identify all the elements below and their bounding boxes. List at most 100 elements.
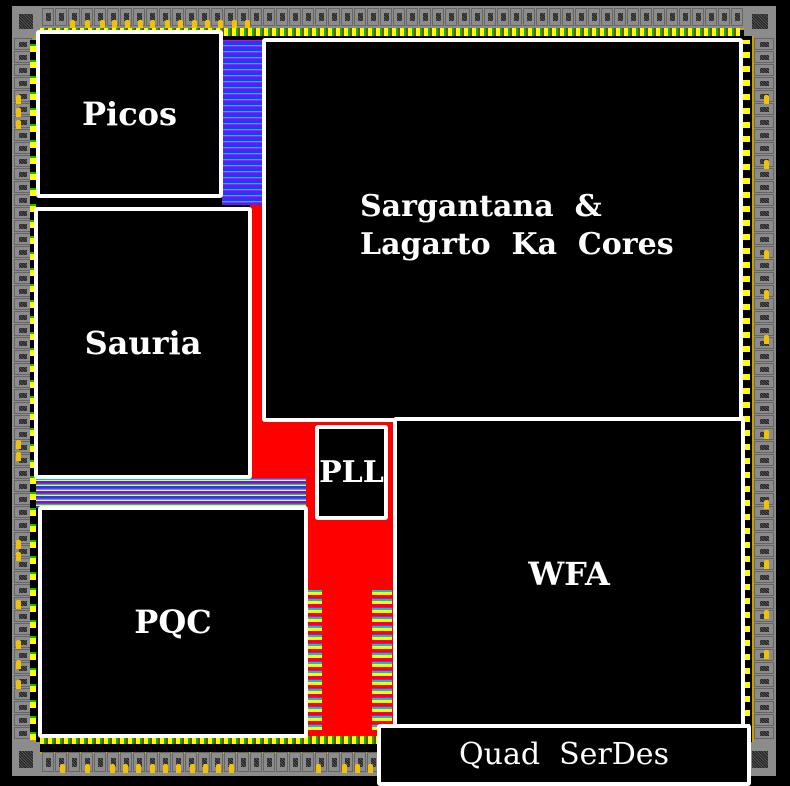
pin-icon <box>138 20 143 29</box>
io-pad <box>692 8 704 26</box>
io-pad <box>754 51 774 63</box>
io-pad <box>14 129 32 141</box>
pin-icon <box>218 20 223 29</box>
pqc-block[interactable]: PQC <box>38 506 308 738</box>
io-pad <box>754 142 774 154</box>
io-pad <box>263 8 275 26</box>
pin-icon <box>16 95 21 104</box>
io-pad <box>754 545 774 557</box>
io-pad <box>718 8 730 26</box>
pin-icon <box>16 540 21 549</box>
corner-pad-bl <box>12 742 40 776</box>
cores-block[interactable]: Sargantana & Lagarto Ka Cores <box>262 38 743 422</box>
pin-icon <box>232 20 237 29</box>
io-pad <box>754 532 774 544</box>
io-pad <box>289 752 301 772</box>
io-pad <box>754 220 774 232</box>
pin-icon <box>216 764 221 773</box>
io-pad <box>754 701 774 713</box>
io-pad <box>754 38 774 50</box>
pin-icon <box>764 335 769 344</box>
io-pad <box>754 194 774 206</box>
pin-icon <box>70 20 75 29</box>
pll-block[interactable]: PLL <box>315 425 388 520</box>
io-pad <box>276 8 288 26</box>
io-pad <box>754 181 774 193</box>
io-pad <box>754 597 774 609</box>
io-pad <box>94 752 106 772</box>
io-pad <box>14 584 32 596</box>
pin-icon <box>16 552 21 561</box>
picos-block[interactable]: Picos <box>36 30 223 198</box>
pin-icon <box>16 452 21 461</box>
io-pad <box>42 8 54 26</box>
pin-icon <box>16 660 21 669</box>
pin-icon <box>229 764 234 773</box>
pin-icon <box>764 290 769 299</box>
pin-icon <box>60 764 65 773</box>
io-pad <box>510 8 522 26</box>
io-pad <box>341 8 353 26</box>
io-pad <box>754 623 774 635</box>
io-pad <box>497 8 509 26</box>
pin-icon <box>16 640 21 649</box>
pin-icon <box>150 764 155 773</box>
io-pad <box>380 8 392 26</box>
pin-icon <box>163 764 168 773</box>
pin-icon <box>203 764 208 773</box>
io-pad <box>315 8 327 26</box>
pqc-label: PQC <box>134 603 212 641</box>
io-pad <box>754 480 774 492</box>
io-pad <box>14 51 32 63</box>
io-pad <box>754 662 774 674</box>
io-pad <box>754 298 774 310</box>
sauria-block[interactable]: Sauria <box>34 207 252 479</box>
io-pad <box>328 752 340 772</box>
io-pad <box>754 441 774 453</box>
io-pad <box>237 752 249 772</box>
io-pad <box>754 233 774 245</box>
io-pad <box>14 168 32 180</box>
pin-icon <box>764 430 769 439</box>
io-pad <box>640 8 652 26</box>
io-pad <box>754 376 774 388</box>
io-pad <box>754 64 774 76</box>
pin-icon <box>178 20 183 29</box>
serdes-label: Quad SerDes <box>459 737 669 773</box>
routing-top-strip <box>40 28 740 36</box>
routing-column-left <box>308 590 322 730</box>
pin-icon <box>764 250 769 259</box>
io-pad <box>523 8 535 26</box>
io-pad <box>754 259 774 271</box>
io-pad <box>754 584 774 596</box>
io-pad <box>354 8 366 26</box>
io-pad <box>562 8 574 26</box>
io-pad <box>627 8 639 26</box>
io-pad <box>754 129 774 141</box>
pin-icon <box>764 560 769 569</box>
io-pad <box>754 350 774 362</box>
io-pad <box>614 8 626 26</box>
routing-right-strip <box>742 40 750 730</box>
io-pad <box>754 454 774 466</box>
io-pad <box>754 571 774 583</box>
serdes-block[interactable]: Quad SerDes <box>377 724 751 786</box>
io-pad <box>588 8 600 26</box>
routing-left-strip <box>30 40 36 740</box>
pin-icon <box>16 600 21 609</box>
io-pad <box>601 8 613 26</box>
io-pad <box>55 8 67 26</box>
pin-icon <box>316 764 321 773</box>
io-pad <box>754 636 774 648</box>
io-pad <box>754 77 774 89</box>
pll-label: PLL <box>319 454 384 490</box>
corner-pad-tr <box>744 6 776 36</box>
routing-column-right <box>372 590 392 730</box>
wfa-block[interactable]: WFA <box>393 417 745 730</box>
io-pad <box>731 8 743 26</box>
io-pad <box>705 8 717 26</box>
pin-icon <box>368 764 373 773</box>
io-pad <box>302 752 314 772</box>
cores-label: Sargantana & Lagarto Ka Cores <box>360 189 674 262</box>
io-pad <box>653 8 665 26</box>
